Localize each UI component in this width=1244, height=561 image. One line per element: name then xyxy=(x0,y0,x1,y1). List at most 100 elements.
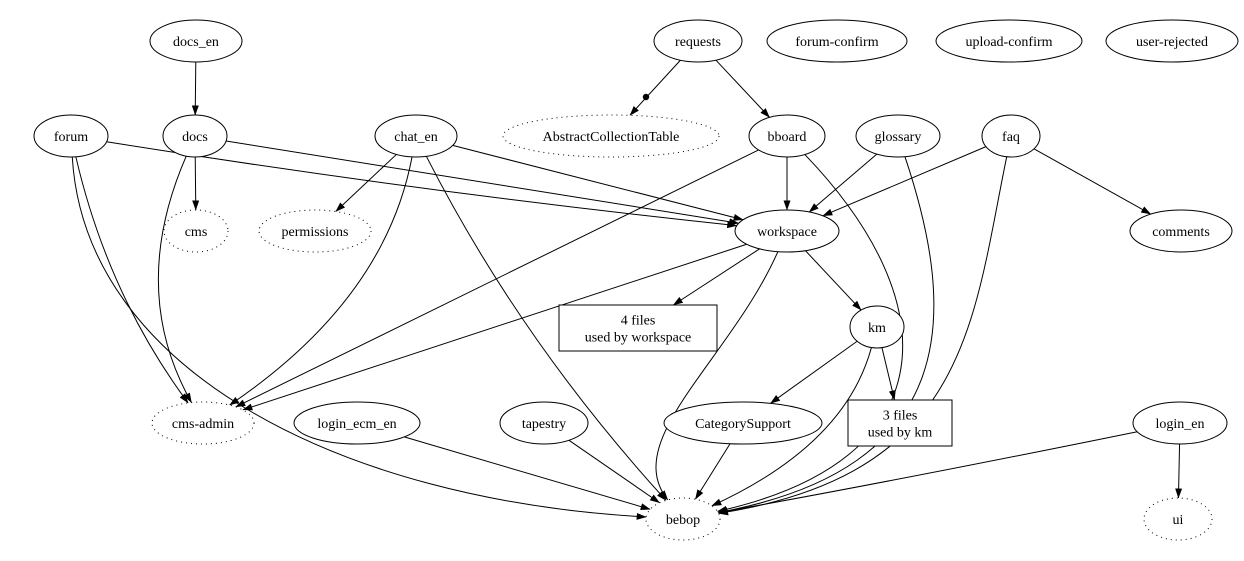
node-shape-forum-confirm xyxy=(766,19,908,63)
node-label-cms-admin: cms-admin xyxy=(172,417,234,432)
node-forum-confirm: forum-confirm xyxy=(766,19,908,63)
node-permissions: permissions xyxy=(258,209,372,253)
node-bebop: bebop xyxy=(645,497,721,541)
node-label-km: km xyxy=(868,321,886,336)
node-docs_en: docs_en xyxy=(149,19,243,63)
edge-CategorySupport-bebop xyxy=(694,443,731,500)
node-login_en: login_en xyxy=(1132,401,1228,445)
edges-layer xyxy=(71,59,1183,520)
node-label-cms: cms xyxy=(185,225,208,240)
node-shape-login_en xyxy=(1132,401,1228,445)
edge-km-CategorySupport xyxy=(770,340,858,404)
node-label-upload-confirm: upload-confirm xyxy=(965,35,1052,50)
edge-workspace-bebop xyxy=(655,251,779,501)
node-shape-bebop xyxy=(645,497,721,541)
edge-workspace-cms-admin xyxy=(242,243,747,411)
node-glossary: glossary xyxy=(855,114,941,158)
edge-km-bebop xyxy=(711,347,872,507)
node-label-tapestry: tapestry xyxy=(522,417,566,432)
node-km: km xyxy=(849,305,905,349)
edge-km-files3 xyxy=(881,347,896,401)
node-label-forum: forum xyxy=(54,130,88,145)
node-shape-chat_en xyxy=(374,114,458,158)
node-workspace: workspace xyxy=(734,209,840,253)
node-shape-bboard xyxy=(748,114,826,158)
edge-requests-AbstractCollectionTable xyxy=(629,59,681,116)
node-ui: ui xyxy=(1143,497,1213,541)
node-label-requests: requests xyxy=(675,35,721,50)
node-label-faq: faq xyxy=(1002,130,1020,145)
node-files4: 4 files used by workspace xyxy=(558,304,718,352)
edge-faq-workspace xyxy=(822,146,987,217)
edge-workspace-files4 xyxy=(672,248,760,306)
edge-login_en-bebop xyxy=(717,431,1138,515)
node-label-files4: 4 files xyxy=(621,314,656,329)
edge-docs-cms xyxy=(192,156,200,211)
node-shape-workspace xyxy=(734,209,840,253)
node-label-docs: docs xyxy=(182,130,208,145)
node-faq: faq xyxy=(981,114,1041,158)
edge-bboard-cms-admin xyxy=(235,149,759,408)
node-shape-upload-confirm xyxy=(935,19,1083,63)
edge-chat_en-cms-admin xyxy=(229,156,413,406)
node-shape-forum xyxy=(33,114,109,158)
node-shape-comments xyxy=(1129,209,1233,253)
edge-chat_en-workspace xyxy=(452,144,744,221)
node-docs: docs xyxy=(162,114,228,158)
node-shape-tapestry xyxy=(499,401,589,445)
node-label-forum-confirm: forum-confirm xyxy=(795,35,878,50)
node-label-permissions: permissions xyxy=(282,225,349,240)
node-upload-confirm: upload-confirm xyxy=(935,19,1083,63)
node-cms: cms xyxy=(163,209,229,253)
node-user-rejected: user-rejected xyxy=(1105,19,1239,63)
node-label-glossary: glossary xyxy=(875,130,922,145)
node-shape-requests xyxy=(653,19,743,63)
edge-faq-bebop xyxy=(718,156,1008,516)
edge-forum-bebop xyxy=(71,156,647,520)
edge-docs-cms-admin xyxy=(157,155,192,403)
node-shape-docs_en xyxy=(149,19,243,63)
node-shape-user-rejected xyxy=(1105,19,1239,63)
node-shape-login_ecm_en xyxy=(293,401,421,445)
edge-forum-cms-admin xyxy=(75,156,189,404)
edge-login_en-ui xyxy=(1175,443,1183,499)
node-shape-glossary xyxy=(855,114,941,158)
edge-tapestry-bebop xyxy=(568,439,660,504)
edge-glossary-workspace xyxy=(808,153,878,213)
node-label-workspace: workspace xyxy=(757,225,817,240)
node-CategorySupport: CategorySupport xyxy=(663,401,823,445)
node-shape-cms-admin xyxy=(151,401,255,445)
node-label-docs_en: docs_en xyxy=(173,35,219,50)
node-comments: comments xyxy=(1129,209,1233,253)
node-bboard: bboard xyxy=(748,114,826,158)
node-label-files3: 3 files xyxy=(883,409,918,424)
node-cms-admin: cms-admin xyxy=(151,401,255,445)
node-shape-permissions xyxy=(258,209,372,253)
node-label-files4: used by workspace xyxy=(585,331,692,346)
node-shape-ui xyxy=(1143,497,1213,541)
node-label-user-rejected: user-rejected xyxy=(1136,35,1208,50)
node-shape-files4 xyxy=(558,304,718,352)
node-login_ecm_en: login_ecm_en xyxy=(293,401,421,445)
edge-login_ecm_en-bebop xyxy=(404,436,651,511)
node-label-bboard: bboard xyxy=(768,130,807,145)
node-shape-AbstractCollectionTable xyxy=(502,114,720,158)
node-shape-docs xyxy=(162,114,228,158)
node-shape-CategorySupport xyxy=(663,401,823,445)
node-label-login_ecm_en: login_ecm_en xyxy=(317,417,396,432)
node-label-comments: comments xyxy=(1152,225,1210,240)
node-tapestry: tapestry xyxy=(499,401,589,445)
node-requests: requests xyxy=(653,19,743,63)
node-forum: forum xyxy=(33,114,109,158)
node-label-ui: ui xyxy=(1173,513,1184,528)
node-shape-cms xyxy=(163,209,229,253)
edge-requests-bboard xyxy=(715,59,770,118)
node-label-CategorySupport: CategorySupport xyxy=(695,417,791,432)
node-chat_en: chat_en xyxy=(374,114,458,158)
edge-chat_en-bebop xyxy=(425,156,667,501)
node-shape-files3 xyxy=(847,399,953,447)
edge-chat_en-permissions xyxy=(335,154,397,212)
